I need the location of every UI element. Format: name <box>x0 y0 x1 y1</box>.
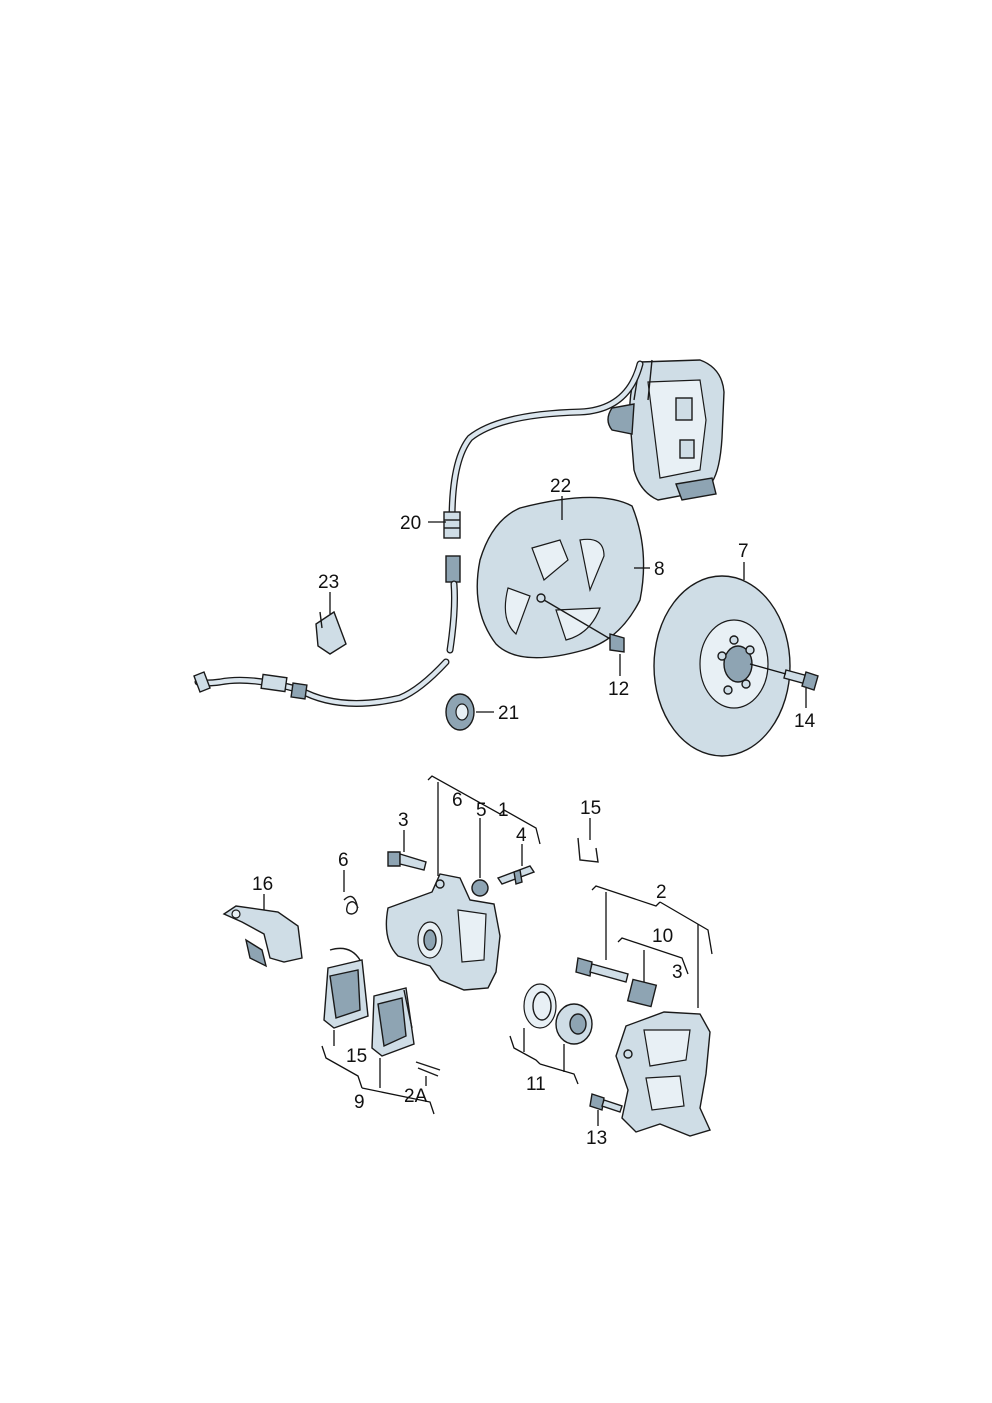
callout-23: 23 <box>318 572 339 593</box>
leader-lines <box>263 496 807 1126</box>
callout-22: 22 <box>550 476 571 497</box>
guide-sleeve-part-11 <box>555 1003 593 1045</box>
callout-12: 12 <box>608 679 629 700</box>
brake-pad-right <box>371 987 415 1057</box>
bolt-part-14 <box>749 663 819 691</box>
callout-4: 4 <box>516 825 527 846</box>
splash-plate <box>476 496 645 659</box>
caliper-assembly-top <box>607 359 725 501</box>
bolt-part-3-left <box>387 851 427 871</box>
callout-1: 1 <box>498 800 509 821</box>
caliper-housing <box>385 873 501 991</box>
callout-20: 20 <box>400 513 421 534</box>
handbrake-cable <box>193 360 644 707</box>
guide-bolt-part-3-right <box>575 957 629 983</box>
callout-9: 9 <box>354 1092 365 1113</box>
callout-5: 5 <box>476 800 487 821</box>
bushing-part-10 <box>626 978 658 1008</box>
callout-16: 16 <box>252 874 273 895</box>
bracket-part-16 <box>222 905 303 968</box>
callout-2: 2 <box>656 882 667 903</box>
spring-part-6 <box>343 895 359 915</box>
callout-3-left: 3 <box>398 810 409 831</box>
bolt-part-12 <box>543 599 625 653</box>
brake-pad-left <box>323 947 369 1029</box>
brake-disc <box>653 575 791 757</box>
callout-2A: 2A <box>404 1086 428 1107</box>
callout-11: 11 <box>526 1074 546 1095</box>
grommet-part-21 <box>445 693 475 731</box>
callout-6-top: 6 <box>452 790 463 811</box>
callout-13: 13 <box>586 1128 607 1149</box>
callout-15-top: 15 <box>580 798 601 819</box>
sleeve-part-5 <box>471 879 489 897</box>
callout-labels: 22 20 8 7 23 12 21 14 1 6 5 3 4 15 6 16 … <box>252 476 816 1149</box>
callout-3-right: 3 <box>672 962 683 983</box>
clip-part-15-top <box>577 837 599 863</box>
clip-part-23 <box>315 610 347 655</box>
callout-14: 14 <box>794 711 816 732</box>
callout-8: 8 <box>654 559 665 580</box>
sealing-ring-part-11 <box>523 983 557 1029</box>
callout-7: 7 <box>738 541 749 562</box>
bolt-part-13 <box>589 1093 623 1113</box>
brake-carrier <box>615 1011 711 1137</box>
callout-21: 21 <box>498 703 519 724</box>
callout-10: 10 <box>652 926 673 947</box>
callout-6-spring: 6 <box>338 850 349 871</box>
callout-15-bottom: 15 <box>346 1046 367 1067</box>
bleed-screw-part-4 <box>496 865 536 885</box>
clip-part-2A <box>415 1061 441 1077</box>
